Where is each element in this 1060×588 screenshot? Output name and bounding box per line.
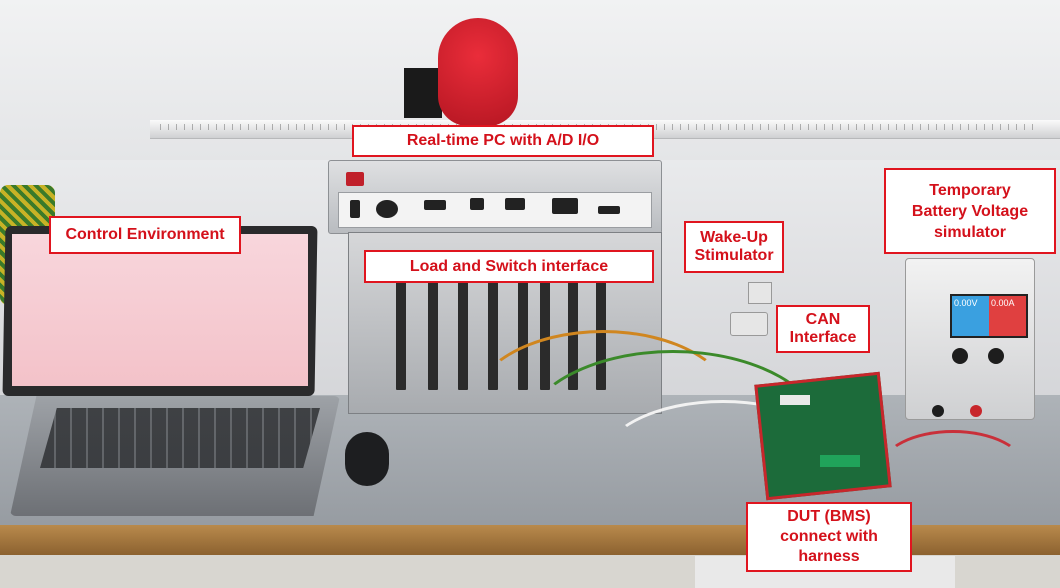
display-port: [598, 206, 620, 214]
cable-white: [600, 400, 846, 526]
realtime-pc-logo: [346, 172, 364, 186]
psu-terminal: [970, 405, 982, 417]
label-can-interface: CAN Interface: [776, 305, 870, 353]
cable-green: [520, 350, 826, 526]
psu-knob: [988, 348, 1004, 364]
label-control-environment: Control Environment: [49, 216, 241, 254]
tool-holder: [404, 68, 442, 118]
power-button: [350, 200, 360, 218]
rack-slot: [458, 260, 468, 390]
label-wakeup-stimulator: Wake-Up Stimulator: [684, 221, 784, 273]
label-realtime-pc: Real-time PC with A/D I/O: [352, 125, 654, 157]
label-battery-simulator: Temporary Battery Voltage simulator: [884, 168, 1056, 254]
rack-slot: [518, 260, 528, 390]
computer-mouse: [345, 432, 389, 486]
rack-slot: [396, 260, 406, 390]
ethernet-ports: [552, 198, 578, 214]
can-dongle: [730, 312, 768, 336]
rack-slot: [540, 260, 550, 390]
rack-slot: [568, 260, 578, 390]
psu-knob: [952, 348, 968, 364]
rack-slot: [596, 260, 606, 390]
rack-slot: [428, 260, 438, 390]
bms-connector: [780, 395, 810, 405]
label-dut-bms: DUT (BMS) connect with harness: [746, 502, 912, 572]
fan-icon: [376, 200, 398, 218]
power-supply-display: 0.00V 0.00A: [950, 294, 1028, 338]
usb-ports: [505, 198, 525, 210]
laptop-keyboard: [40, 408, 320, 468]
psu-voltage: 0.00V: [954, 298, 978, 308]
psu-current: 0.00A: [991, 298, 1015, 308]
cable-orange: [470, 330, 736, 486]
bms-board: [754, 371, 892, 501]
vga-port: [424, 200, 446, 210]
label-load-switch: Load and Switch interface: [364, 250, 654, 283]
psu-terminal: [932, 405, 944, 417]
bms-connector: [820, 455, 860, 467]
wakeup-connector: [748, 282, 772, 304]
laptop-display: [12, 234, 308, 386]
ethernet-port: [470, 198, 484, 210]
cable-red: [880, 430, 1026, 506]
red-plush-toy: [438, 18, 518, 126]
power-supply: [905, 258, 1035, 420]
rack-slot: [488, 260, 498, 390]
